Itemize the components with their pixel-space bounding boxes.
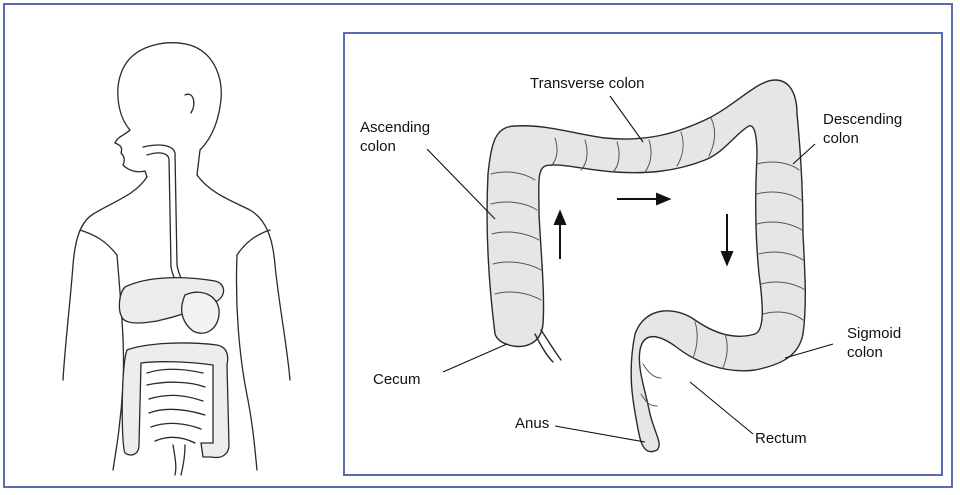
leader-rectum: [689, 381, 754, 435]
figure-frame: Transverse colon Ascending colon Descend…: [3, 3, 953, 488]
torso-illustration: [25, 25, 325, 480]
arrow-down: [720, 214, 734, 267]
label-rectum: Rectum: [755, 429, 807, 448]
label-sigmoid-colon: Sigmoid colon: [847, 324, 901, 362]
leader-ascending: [426, 148, 496, 220]
label-sigmoid-line1: Sigmoid: [847, 325, 902, 342]
leader-transverse: [609, 95, 644, 143]
colon-diagram-panel: Transverse colon Ascending colon Descend…: [343, 32, 943, 476]
leader-cecum: [442, 343, 508, 373]
leader-anus: [554, 425, 646, 443]
label-descending-colon: Descending colon: [823, 110, 902, 148]
arrow-right: [617, 192, 672, 206]
small-intestine: [146, 368, 206, 444]
label-ascending-colon: Ascending colon: [360, 118, 430, 156]
label-cecum-text: Cecum: [373, 371, 421, 388]
left-shoulder: [62, 176, 148, 381]
label-transverse-colon: Transverse colon: [530, 74, 645, 93]
label-anus-text: Anus: [515, 415, 550, 432]
leader-descending: [792, 143, 816, 165]
colon-outline: [486, 79, 806, 453]
label-sigmoid-line2: colon: [847, 344, 883, 361]
right-shoulder: [196, 174, 291, 381]
label-ascending-line1: Ascending: [360, 119, 431, 136]
left-flank: [112, 254, 125, 471]
leader-sigmoid: [784, 343, 834, 359]
label-descending-line2: colon: [823, 130, 859, 147]
label-descending-line1: Descending: [823, 111, 903, 128]
arrow-up: [553, 209, 567, 259]
label-anus: Anus: [515, 414, 549, 433]
large-intestine: [121, 342, 230, 459]
head-outline: [117, 42, 222, 176]
face-profile: [114, 129, 148, 178]
rectum-small: [172, 444, 177, 476]
label-cecum: Cecum: [373, 370, 421, 389]
appendix: [534, 333, 554, 363]
stomach: [181, 291, 220, 334]
right-flank: [235, 254, 258, 471]
label-ascending-line2: colon: [360, 138, 396, 155]
ear: [184, 93, 195, 114]
label-transverse-colon-text: Transverse colon: [530, 75, 645, 92]
label-rectum-text: Rectum: [755, 430, 807, 447]
